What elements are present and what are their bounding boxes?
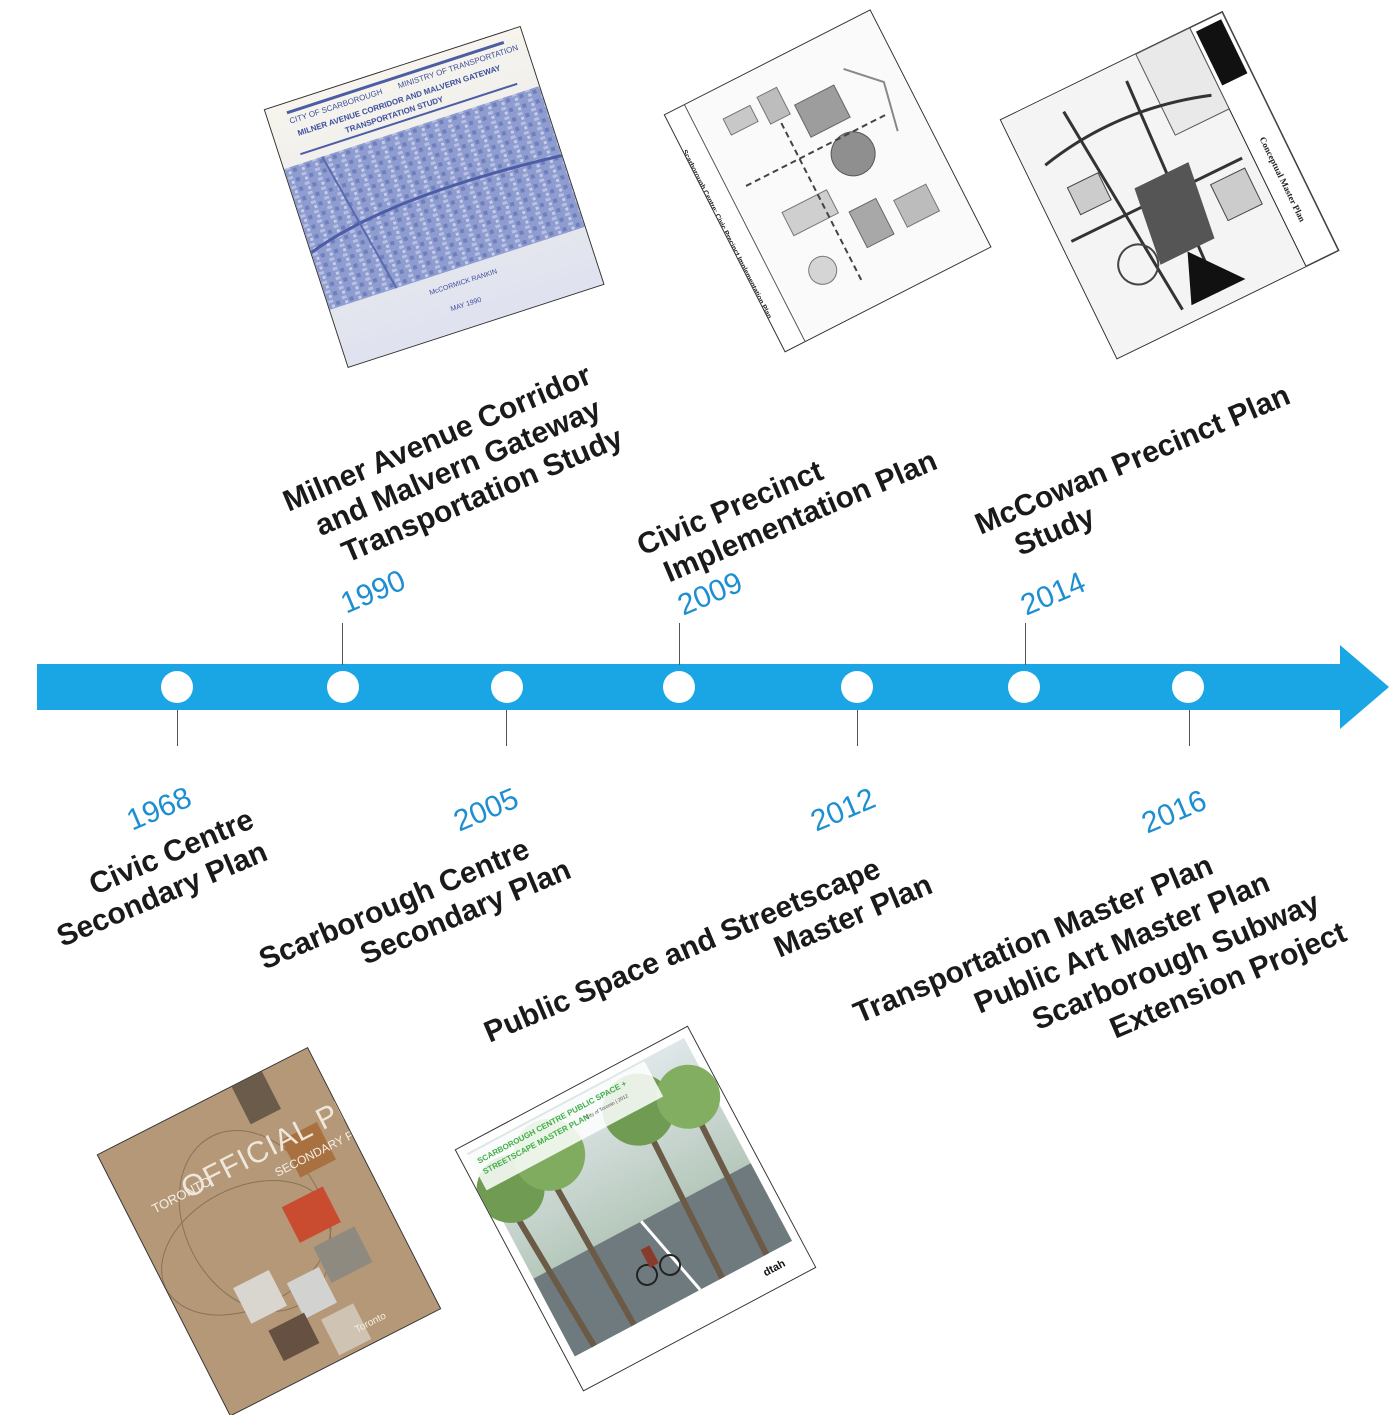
official-plan-cover: TORONTO OFFICIAL PLAN SECONDARY PLANS To…: [98, 1048, 440, 1415]
timeline-dot-2014: [1008, 671, 1040, 703]
title-2005: Scarborough Centre Secondary Plan: [254, 820, 576, 1010]
tick-2009: [679, 623, 680, 665]
mccowan-master-plan: Conceptual Master Plan: [1001, 12, 1339, 359]
timeline-arrowhead: [1340, 645, 1389, 729]
timeline-dot-2012: [841, 671, 873, 703]
year-2014: 2014: [1016, 565, 1091, 623]
official-plan-collage: [98, 1048, 440, 1415]
site-plan-drawing: [684, 10, 991, 342]
year-2012: 2012: [806, 781, 881, 839]
year-1990: 1990: [336, 563, 411, 621]
timeline-dot-2016: [1172, 671, 1204, 703]
tick-2005: [506, 710, 507, 746]
civic-precinct-plan: Scarborough Centre: Civic Precinct Imple…: [665, 10, 991, 352]
milner-report-cover: CITY OF SCARBOROUGH MINISTRY OF TRANSPOR…: [265, 27, 604, 367]
tick-1968: [177, 710, 178, 746]
tick-2014: [1025, 623, 1026, 665]
title-2014: McCowan Precinct Plan Study: [970, 378, 1309, 575]
title-2009: Civic Precinct Implementation Plan: [632, 411, 942, 596]
timeline-dot-2005: [491, 671, 523, 703]
streetscape-illustration: [456, 1026, 816, 1391]
master-plan-drawing: [1001, 12, 1339, 359]
timeline-dot-1968: [161, 671, 193, 703]
aerial-photo: [265, 27, 604, 367]
year-2005: 2005: [449, 781, 524, 839]
year-2016: 2016: [1137, 783, 1212, 841]
tick-2012: [857, 710, 858, 746]
timeline-dot-1990: [327, 671, 359, 703]
title-2016: Transportation Master Plan Public Art Ma…: [848, 809, 1352, 1138]
tick-1990: [342, 623, 343, 665]
tick-2016: [1189, 710, 1190, 746]
streetscape-plan-cover: SCARBOROUGH CENTRE PUBLIC SPACE + STREET…: [456, 1026, 816, 1391]
timeline-dot-2009: [663, 671, 695, 703]
title-1990: Milner Avenue Corridor and Malvern Gatew…: [278, 356, 628, 584]
